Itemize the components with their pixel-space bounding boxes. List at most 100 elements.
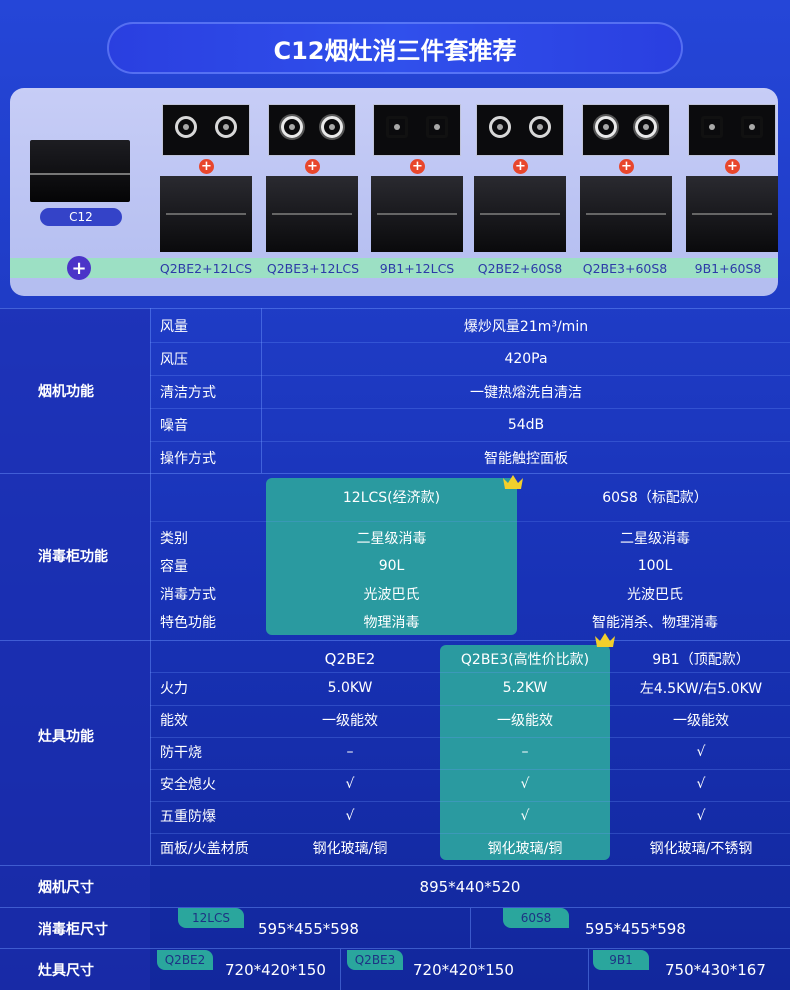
combo-strip — [10, 258, 778, 278]
divider — [0, 308, 790, 309]
spec-name: 清洁方式 — [160, 384, 216, 401]
divider — [150, 375, 790, 376]
plus-icon: + — [619, 159, 634, 174]
spec-value: 5.0KW — [327, 680, 373, 696]
divider — [150, 737, 790, 738]
combo-label[interactable]: Q2BE2+12LCS — [159, 260, 253, 276]
stove-size-label: 灶具尺寸 — [38, 963, 94, 979]
combo-label[interactable]: Q2BE3+12LCS — [266, 260, 360, 276]
plus-icon: + — [67, 256, 91, 280]
stove-highlight — [440, 645, 610, 860]
gas-stove-image — [268, 104, 356, 156]
spec-value: 二星级消毒 — [620, 531, 690, 547]
spec-value: 一键热熔洗自清洁 — [470, 384, 582, 401]
gas-stove-image — [476, 104, 564, 156]
size-tag-9b1: 9B1 — [593, 950, 649, 970]
spec-name: 特色功能 — [160, 615, 216, 631]
gas-stove-image — [688, 104, 776, 156]
burner-icon — [321, 116, 343, 138]
spec-value: √ — [696, 776, 706, 792]
size-tag-q2be2: Q2BE2 — [157, 950, 213, 970]
spec-name: 噪音 — [160, 417, 188, 434]
burner-icon — [595, 116, 617, 138]
spec-name: 风压 — [160, 351, 188, 368]
hood-section-label: 烟机功能 — [38, 384, 94, 400]
spec-value: 一级能效 — [497, 713, 553, 729]
spec-name: 容量 — [160, 559, 188, 575]
stove-size-value: 720*420*150 — [413, 961, 514, 979]
burner-icon — [175, 116, 197, 138]
cabinet-highlight — [266, 478, 517, 635]
combo-label[interactable]: 9B1+60S8 — [694, 260, 762, 276]
combo-label[interactable]: Q2BE2+60S8 — [477, 260, 563, 276]
spec-name: 操作方式 — [160, 450, 216, 467]
burner-icon — [741, 116, 763, 138]
spec-name: 风量 — [160, 318, 188, 335]
spec-value: 90L — [378, 558, 405, 574]
divider — [0, 473, 790, 474]
spec-value: 智能触控面板 — [484, 450, 568, 467]
cabinet-size-value: 595*455*598 — [585, 920, 686, 938]
gas-stove-image — [582, 104, 670, 156]
gas-stove-image — [373, 104, 461, 156]
divider — [150, 705, 790, 706]
spec-value: 钢化玻璃/铜 — [487, 841, 563, 857]
stove-header-9b1: 9B1（顶配款） — [652, 652, 750, 668]
divider — [150, 521, 790, 522]
range-hood-image — [30, 140, 130, 202]
hood-size-label: 烟机尺寸 — [38, 880, 94, 896]
spec-value: 54dB — [507, 416, 545, 433]
spec-name: 火力 — [160, 681, 188, 697]
burner-icon — [386, 116, 408, 138]
spec-value: 420Pa — [504, 350, 548, 367]
spec-name: 消毒方式 — [160, 587, 216, 603]
disinfection-cabinet-image — [266, 176, 358, 252]
spec-value: √ — [520, 776, 530, 792]
hood-model-label: C12 — [40, 208, 122, 226]
stove-size-value: 750*430*167 — [665, 961, 766, 979]
divider — [0, 865, 790, 866]
spec-value: 物理消毒 — [363, 615, 420, 631]
cabinet-header-12lcs: 12LCS(经济款) — [342, 490, 441, 506]
spec-name: 安全熄火 — [160, 777, 216, 793]
cabinet-header-60s8: 60S8（标配款） — [602, 490, 708, 506]
disinfection-cabinet-image — [686, 176, 778, 252]
spec-value: √ — [345, 808, 355, 824]
combo-label[interactable]: 9B1+12LCS — [379, 260, 455, 276]
combo-label[interactable]: Q2BE3+60S8 — [582, 260, 668, 276]
spec-value: √ — [696, 744, 706, 760]
divider — [150, 769, 790, 770]
divider — [470, 908, 471, 948]
burner-icon — [701, 116, 723, 138]
plus-icon: + — [513, 159, 528, 174]
burner-icon — [215, 116, 237, 138]
size-tag-12lcs: 12LCS — [178, 908, 244, 928]
divider — [340, 949, 341, 990]
divider — [261, 308, 262, 473]
spec-value: 一级能效 — [322, 713, 378, 729]
spec-value: 钢化玻璃/不锈钢 — [649, 841, 753, 857]
size-tag-60s8: 60S8 — [503, 908, 569, 928]
divider — [150, 833, 790, 834]
stove-header-q2be3: Q2BE3(高性价比款) — [460, 652, 590, 668]
cabinet-size-label: 消毒柜尺寸 — [38, 922, 108, 938]
spec-value: 光波巴氏 — [627, 587, 683, 603]
disinfection-cabinet-image — [580, 176, 672, 252]
divider — [150, 801, 790, 802]
spec-value: 100L — [637, 558, 673, 574]
spec-value: – — [521, 744, 529, 760]
spec-value: 钢化玻璃/铜 — [312, 841, 388, 857]
cabinet-section-label: 消毒柜功能 — [38, 549, 108, 565]
disinfection-cabinet-image — [474, 176, 566, 252]
spec-value: √ — [696, 808, 706, 824]
plus-icon: + — [305, 159, 320, 174]
divider — [588, 949, 589, 990]
spec-name: 类别 — [160, 531, 188, 547]
divider — [0, 948, 790, 949]
divider — [0, 640, 790, 641]
burner-icon — [489, 116, 511, 138]
burner-icon — [281, 116, 303, 138]
cabinet-size-value: 595*455*598 — [258, 920, 359, 938]
spec-value: 智能消杀、物理消毒 — [592, 615, 718, 631]
stove-header-q2be2: Q2BE2 — [324, 650, 376, 668]
